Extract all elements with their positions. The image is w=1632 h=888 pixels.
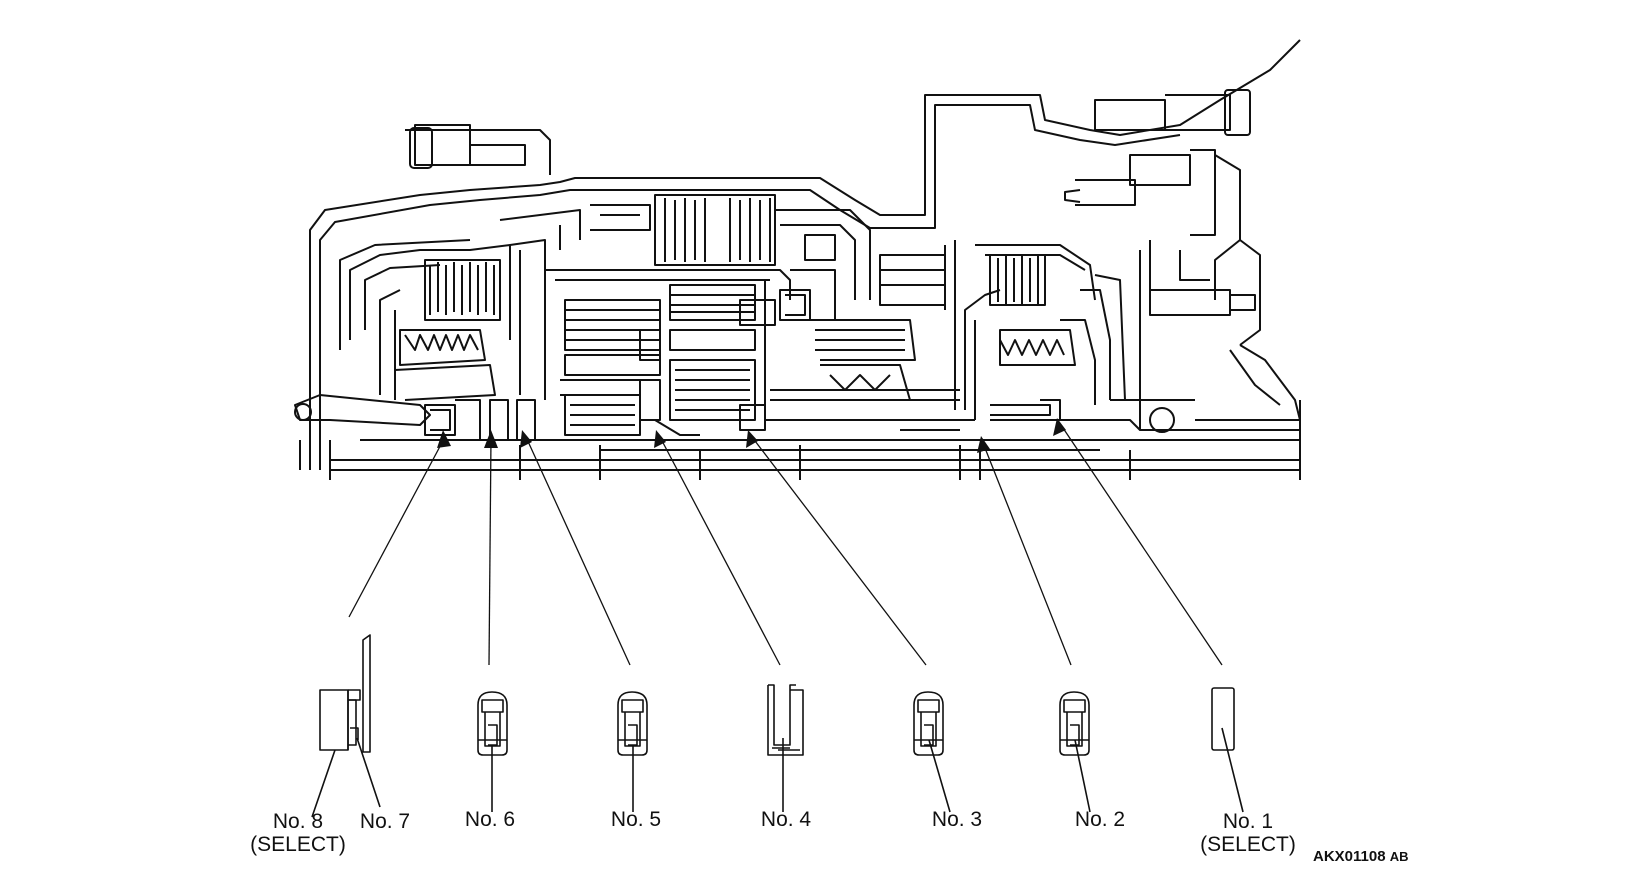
label-no6: No. 6 [465, 808, 515, 831]
bearing-no5-detail [617, 691, 648, 812]
label-no1-select: (SELECT) [1200, 833, 1296, 856]
left-clutch-pack [339, 209, 581, 441]
arrowhead-no4 [654, 430, 666, 448]
bearing-no4-detail [767, 684, 804, 812]
label-no6-text: No. 6 [464, 808, 516, 831]
right-clutch-pack [964, 240, 1300, 431]
leader-line-no3 [751, 436, 927, 666]
leader-line-no8 [348, 436, 446, 618]
leader-line-no4 [659, 436, 781, 666]
arrowhead-no6 [484, 430, 498, 448]
label-no3: No. 3 [932, 808, 982, 831]
leader-arrowheads [437, 418, 1066, 453]
figure-code: AKX01108 AB [1313, 848, 1409, 865]
leader-line-no1 [1060, 424, 1223, 666]
label-no1: No. 1 (SELECT) [1200, 810, 1296, 856]
bearing-no6-detail [477, 691, 508, 812]
figure-code-suffix: AB [1389, 849, 1409, 864]
main-shaft [329, 400, 1301, 480]
bearing-no1-detail [1211, 687, 1244, 813]
leader-line-no2 [982, 442, 1072, 666]
label-no5-text: No. 5 [610, 808, 662, 831]
bearing-no3-detail [913, 691, 951, 813]
bearing-no8-no7-detail [311, 634, 381, 818]
arrowhead-no8 [437, 430, 451, 448]
label-no2-text: No. 2 [1074, 808, 1126, 831]
label-no8: No. 8 (SELECT) [250, 810, 346, 856]
bearing-no2-detail [1059, 691, 1091, 813]
label-no2: No. 2 [1075, 808, 1125, 831]
arrowhead-no1 [1053, 418, 1066, 436]
figure-code-main: AKX01108 [1313, 848, 1386, 865]
arrowhead-no2 [977, 436, 990, 453]
label-no1-text: No. 1 [1222, 810, 1274, 833]
leader-line-no6 [488, 436, 492, 666]
label-no7-text: No. 7 [359, 810, 411, 833]
label-no3-text: No. 3 [931, 808, 983, 831]
label-no4: No. 4 [761, 808, 811, 831]
label-no5: No. 5 [611, 808, 661, 831]
center-right-gear [765, 240, 975, 431]
arrowhead-no5 [520, 430, 532, 448]
arrowhead-no3 [746, 430, 758, 448]
label-no8-text: No. 8 [272, 810, 324, 833]
center-planetary-gearset [545, 269, 791, 436]
center-clutch-pack [590, 194, 871, 321]
label-no7: No. 7 [360, 810, 410, 833]
label-no4-text: No. 4 [760, 808, 812, 831]
leader-lines [348, 424, 1223, 666]
leader-line-no5 [525, 436, 631, 666]
label-no8-select: (SELECT) [250, 833, 346, 856]
